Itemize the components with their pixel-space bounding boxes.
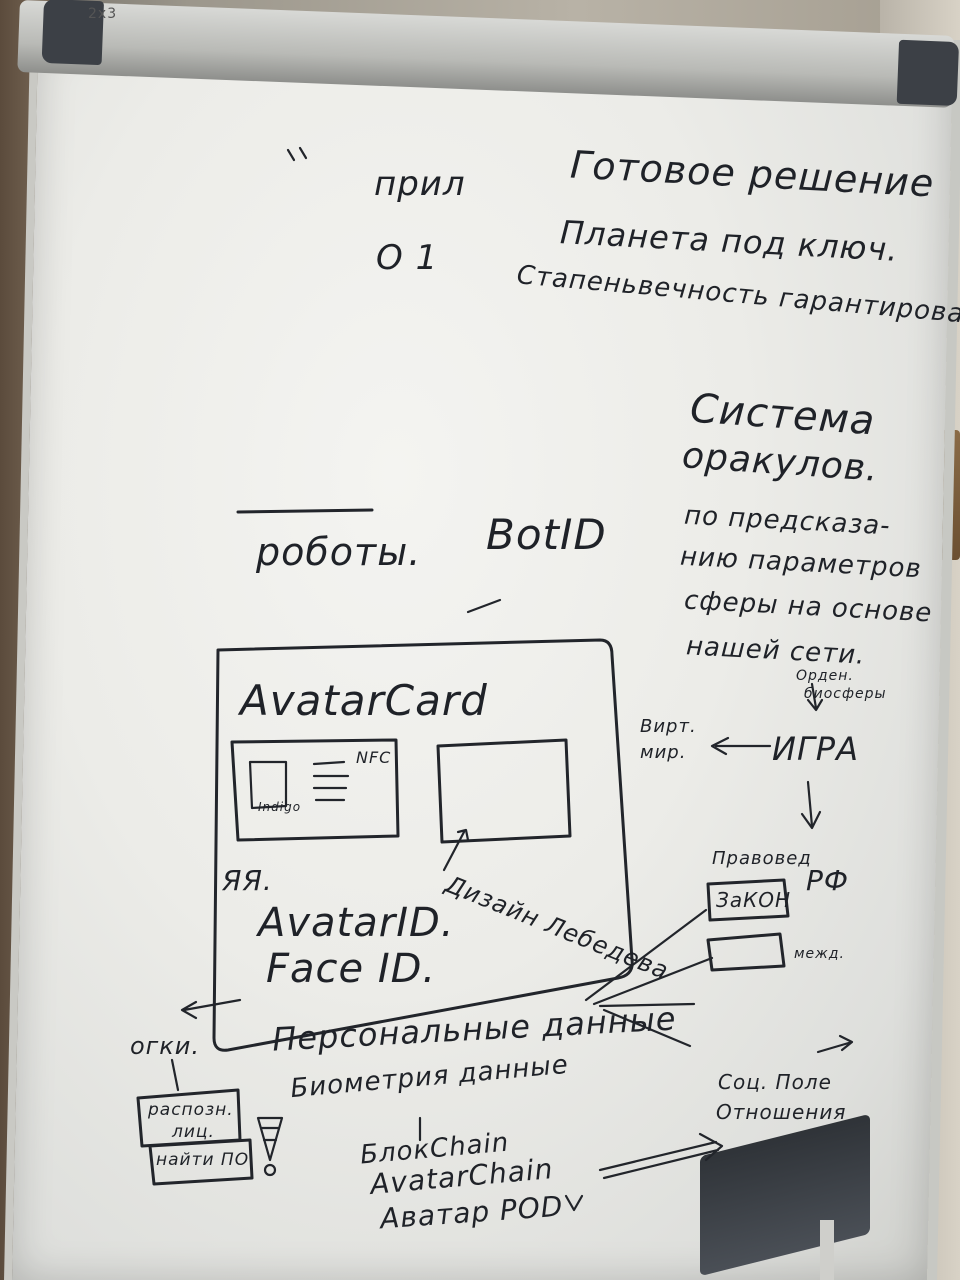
avatar-id-label: AvatarID. [258, 900, 455, 946]
raspozn-2: лиц. [172, 1122, 215, 1142]
face-id-label: Face ID. [266, 946, 437, 992]
frame-brand: 2x3 [88, 6, 118, 22]
raspozn-1: распозн. [148, 1100, 234, 1120]
card-photo-caption: Indigo [258, 800, 302, 814]
soc-pole-2: Отношения [716, 1100, 847, 1124]
nfc-label: NFC [356, 748, 392, 767]
game-label: ИГРА [772, 730, 859, 768]
ya-label: ЯЯ. [222, 864, 273, 897]
mezhd-label: межд. [794, 946, 845, 962]
order-note-2: биосферы [804, 686, 887, 702]
easel-leg [820, 1220, 834, 1280]
najti-po-label: найти ПО [156, 1150, 250, 1170]
virt-world-1: Вирт. [640, 716, 697, 737]
zakon-label: ЗаКОН [716, 888, 792, 912]
pravoved-label: Правовед [712, 848, 812, 869]
top-left-number: О 1 [376, 238, 439, 278]
virt-world-2: мир. [640, 742, 687, 763]
avatar-card-title: AvatarCard [240, 676, 488, 725]
top-left-word: прил [374, 164, 466, 204]
soc-pole-1: Соц. Поле [718, 1070, 832, 1094]
glasses-label: огки. [130, 1032, 201, 1060]
robots-label: роботы. [256, 530, 422, 574]
order-note-1: Орден. [796, 668, 854, 684]
botid-label: BotID [486, 510, 607, 559]
rf-label: РФ [806, 864, 849, 897]
